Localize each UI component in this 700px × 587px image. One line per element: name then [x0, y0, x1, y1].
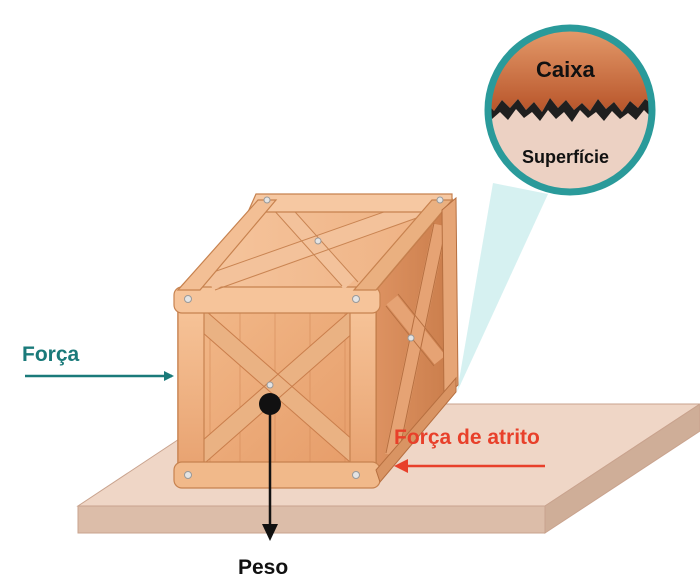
- friction-arrow: [394, 459, 545, 473]
- weight-arrow: [259, 393, 281, 541]
- zoom-cone: [457, 183, 548, 392]
- box-label: Caixa: [536, 57, 595, 82]
- center-of-mass-dot: [259, 393, 281, 415]
- weight-label: Peso: [238, 556, 289, 579]
- friction-label: Força de atrito: [394, 426, 540, 449]
- surface-label: Superfície: [522, 147, 610, 167]
- force-label: Força: [22, 343, 80, 366]
- surface-roughness: [488, 98, 652, 122]
- magnifier-zoom-icon: [484, 24, 656, 196]
- wooden-crate-icon: [173, 193, 459, 489]
